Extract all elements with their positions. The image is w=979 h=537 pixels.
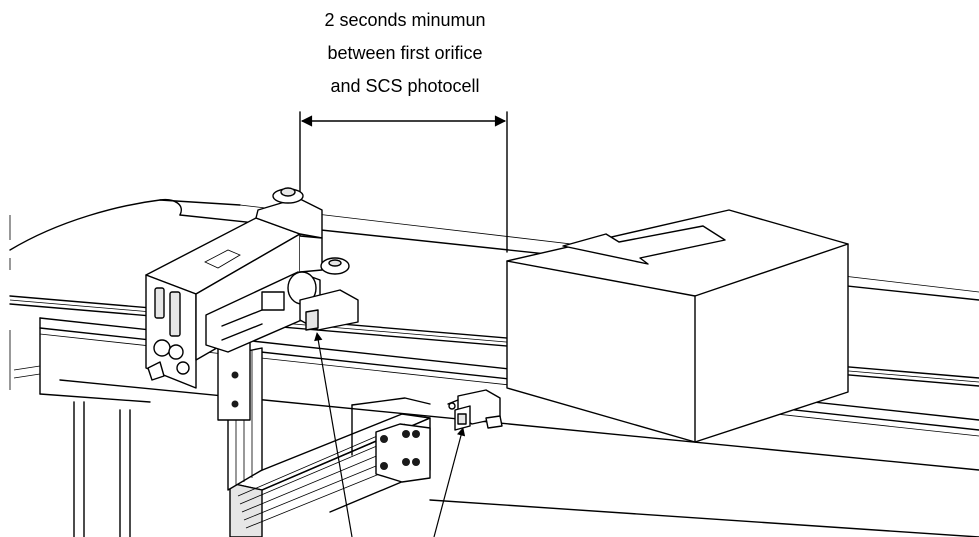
leader-lines (314, 332, 466, 537)
distance-annotation: 2 seconds minumun between first orifice … (250, 4, 560, 103)
annotation-line-3: and SCS photocell (330, 76, 480, 96)
leader-to-photocell (433, 427, 466, 537)
annotation-line-2: between first orifice (327, 43, 483, 63)
mounting-rail (229, 397, 431, 537)
printhead-with-orifice (145, 187, 359, 389)
leader-to-orifice (314, 332, 353, 537)
arrow-left-icon (562, 225, 726, 265)
box-product (506, 209, 849, 443)
scs-photocell (447, 389, 503, 431)
annotation-line-1: 2 seconds minumun (324, 10, 486, 30)
